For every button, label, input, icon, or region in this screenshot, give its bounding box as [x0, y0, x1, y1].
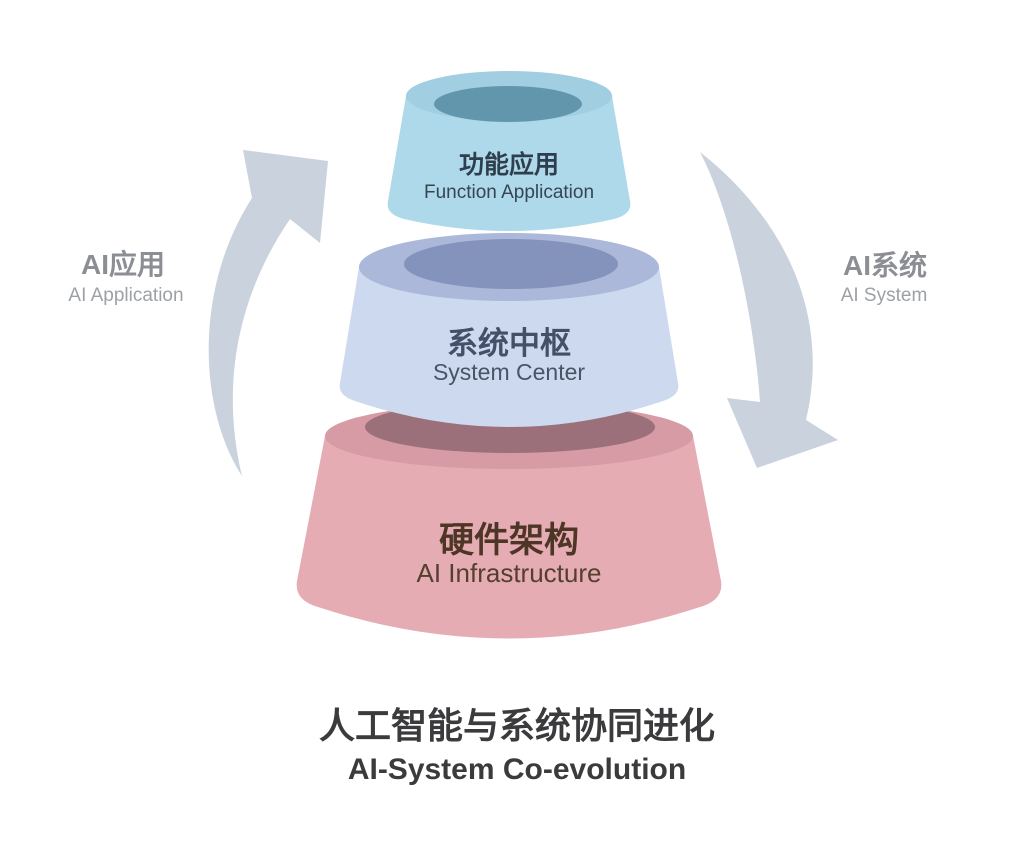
right-label-zh: AI系统 — [843, 249, 927, 281]
diagram-title-en: AI-System Co-evolution — [348, 753, 686, 786]
left-arrow-shape — [208, 150, 328, 476]
right-down-arrow-icon — [700, 152, 838, 468]
right-side-label: AI系统 AI System — [841, 249, 928, 306]
tier-function-application-label-en: Function Application — [424, 182, 594, 203]
diagram-title-zh: 人工智能与系统协同进化 — [319, 705, 715, 746]
tier-system-center-label-zh: 系统中枢 — [447, 326, 571, 361]
diagram-title: 人工智能与系统协同进化 AI-System Co-evolution — [319, 705, 715, 786]
left-side-label: AI应用 AI Application — [68, 248, 183, 306]
tier-system-center-opening — [404, 239, 618, 289]
right-arrow-shape — [700, 152, 838, 468]
tier-system-center: 系统中枢 System Center — [339, 233, 679, 427]
tier-function-application: 功能应用 Function Application — [387, 71, 631, 231]
left-label-en: AI Application — [68, 285, 183, 306]
right-label-en: AI System — [841, 285, 928, 306]
left-up-arrow-icon — [208, 150, 328, 476]
tier-function-application-label-zh: 功能应用 — [459, 150, 559, 179]
tier-system-center-label-en: System Center — [433, 359, 585, 385]
left-label-zh: AI应用 — [81, 248, 165, 280]
tier-function-application-opening — [434, 86, 582, 122]
tier-system-center-body — [339, 267, 679, 427]
tier-ai-infrastructure: 硬件架构 AI Infrastructure — [296, 401, 722, 639]
tier-ai-infrastructure-label-zh: 硬件架构 — [439, 521, 579, 560]
tier-ai-infrastructure-body — [296, 436, 722, 639]
tier-ai-infrastructure-label-en: AI Infrastructure — [417, 558, 602, 588]
tier-function-application-body — [387, 96, 631, 231]
